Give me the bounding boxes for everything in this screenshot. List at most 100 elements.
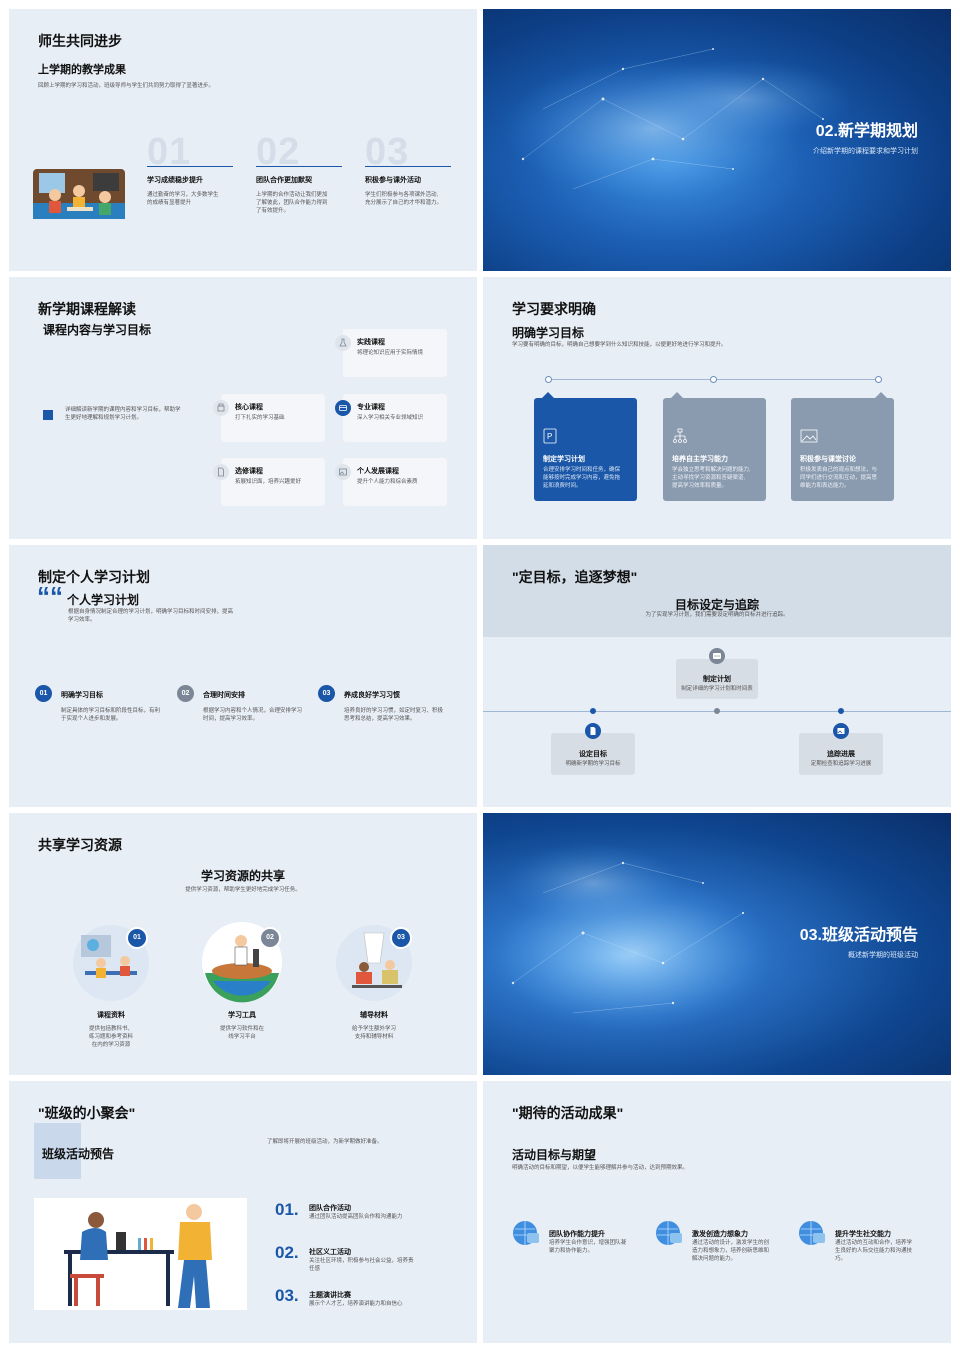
step-number-badge: 03 (318, 685, 335, 702)
timeline-dot (875, 376, 882, 383)
divider-line (147, 166, 233, 167)
timeline-dot (714, 708, 720, 714)
slide-subtitle: 目标设定与追踪 (674, 598, 759, 612)
slide-subtitle: 上学期的教学成果 (38, 64, 126, 76)
activity-label: 团队合作活动 (309, 1205, 351, 1212)
item-number: 01 (147, 131, 192, 173)
document-icon (213, 464, 229, 480)
step-label: 设定目标 (579, 751, 607, 758)
science-experiment-illustration (34, 1198, 247, 1310)
divider-line (365, 166, 451, 167)
slide-section-02: 02.新学期规划 介绍新学期的课程要求和学习计划 (483, 9, 951, 271)
result-label: 提升学生社交能力 (835, 1231, 891, 1238)
card-desc: 学会独立思考和解决问题的能力,主动寻找学习资源和答疑渠道,提高学习效率和质量。 (672, 467, 751, 489)
activity-desc: 关注社区环境，积极参与社会公益，培养责任感 (309, 1258, 414, 1272)
card-desc: 将理论知识应用于实际情境 (357, 350, 424, 356)
slide-shared-resources: 共享学习资源 学习资源的共享 提供学习资源，帮助学生更好地完成学习任务。 01 … (9, 813, 477, 1075)
bullet-square (43, 410, 53, 420)
slide-title: "期待的活动成果" (512, 1105, 624, 1121)
slide-section-03: 03.班级活动预告 概述新学期的班级活动 (483, 813, 951, 1075)
card-label: 积极参与课堂讨论 (800, 456, 856, 463)
slide-title: "班级的小聚会" (38, 1105, 136, 1121)
card-desc: 拓展知识面，培养兴趣爱好 (235, 479, 302, 485)
step-label: 合理时间安排 (203, 692, 245, 699)
card-desc: 提升个人能力和综合素质 (357, 479, 418, 485)
globe-icon (654, 1219, 684, 1247)
activity-desc: 通过团队活动提高团队合作和沟通能力 (309, 1214, 403, 1220)
resource-label: 辅导材料 (360, 1012, 388, 1019)
slide-subtitle: 学习资源的共享 (200, 869, 285, 883)
item-desc: 学生们积极参与各项课外活动,充分展示了自己的才华和潜力。 (365, 192, 443, 206)
slide-desc: 明确活动的目标和期望，以便学生能够理解并参与活动，达到预期效果。 (512, 1165, 689, 1171)
card-label: 培养自主学习能力 (672, 456, 728, 463)
resource-number-badge: 02 (259, 927, 281, 949)
step-label: 追踪进展 (827, 751, 855, 758)
image-icon (335, 464, 351, 480)
slide-expected-results: "期待的活动成果" 活动目标与期望 明确活动的目标和期望，以便学生能够理解并参与… (483, 1081, 951, 1343)
slide-desc: 为了实现学习计划，我们需要设定明确的目标并进行追踪。 (645, 612, 789, 618)
slide-title: 学习要求明确 (512, 301, 596, 317)
requirement-card-self-study: 培养自主学习能力 学会独立思考和解决问题的能力,主动寻找学习资源和答疑渠道,提高… (663, 392, 766, 501)
slide-goal-tracking: "定目标，追逐梦想" 目标设定与追踪 为了实现学习计划，我们需要设定明确的目标并… (483, 545, 951, 807)
activity-number: 01. (275, 1200, 299, 1219)
timeline-dot (710, 376, 717, 383)
timeline-dot (545, 376, 552, 383)
slide-personal-plan: 制定个人学习计划 ““ 个人学习计划 根据自身情况制定合理的学习计划，明确学习目… (9, 545, 477, 807)
globe-icon (797, 1219, 827, 1247)
step-desc: 明确新学期的学习目标 (565, 761, 621, 767)
printer-icon (213, 400, 229, 416)
step-label: 养成良好学习习惯 (344, 692, 400, 699)
slide-desc: 提供学习资源，帮助学生更好地完成学习任务。 (185, 887, 301, 893)
result-desc: 通过活动的互动和合作，培养学生良好的人际交往能力和沟通技巧。 (835, 1240, 913, 1262)
requirement-card-discussion: 积极参与课堂讨论 积极发表自己的观点和想法，与同学们进行交流和互动，提高思维能力… (791, 392, 894, 501)
slide-title: 师生共同进步 (38, 33, 122, 49)
item-number: 02 (256, 131, 301, 173)
timeline-dot (838, 708, 844, 714)
slide-subtitle: 个人学习计划 (67, 593, 140, 607)
activity-label: 社区义工活动 (309, 1249, 351, 1256)
step-card-track (799, 733, 883, 775)
slide-title: 共享学习资源 (38, 837, 122, 853)
flask-icon (335, 335, 351, 351)
card-label: 实践课程 (357, 339, 385, 346)
course-card-personal (343, 458, 447, 506)
resource-desc: 给予学生额外学习支持和辅导材料 (351, 1026, 396, 1040)
item-desc: 上学期的合作活动让我们更加了解彼此，团队合作能力得到了有效提升。 (256, 192, 328, 214)
resource-desc: 提供包括教科书、练习题和参考资料在内的学习资源 (88, 1026, 133, 1048)
activity-desc: 展示个人才艺，培养演讲能力和自信心 (309, 1301, 403, 1307)
subtitle-highlight-block (34, 1123, 81, 1179)
card-desc: 打下扎实的学习基础 (235, 415, 285, 421)
hierarchy-icon (672, 428, 688, 449)
globe-icon (511, 1219, 541, 1247)
slide-subtitle: 班级活动预告 (42, 1147, 115, 1161)
card-desc: 合理安排学习时间和任务，确保能够按时完成学习内容，避免拖延和浪费时间。 (543, 467, 621, 489)
divider-line (256, 166, 342, 167)
network-particles-graphic (503, 48, 853, 199)
slide-desc: 学习要有明确的目标，明确自己想要学到什么知识和技能，以便更好地进行学习和提升。 (512, 342, 727, 348)
slide-title: 新学期课程解读 (38, 301, 136, 317)
slide-teaching-results: 师生共同进步 上学期的教学成果 回顾上学期的学习和活动，班级导师与学生们共同努力… (9, 9, 477, 271)
card-desc: 深入学习相关专业领域知识 (357, 415, 424, 421)
course-card-core (221, 394, 325, 442)
slide-title: "定目标，追逐梦想" (512, 569, 638, 585)
section-title: 03.班级活动预告 (799, 927, 918, 944)
card-label: 选修课程 (235, 468, 263, 475)
step-label: 明确学习目标 (61, 692, 103, 699)
picture-icon (800, 429, 818, 448)
step-desc: 制定具体的学习目标和阶段性目标，有利于实现个人进步和发展。 (61, 708, 161, 722)
result-label: 团队协作能力提升 (549, 1231, 605, 1238)
slide-desc: 根据自身情况制定合理的学习计划，明确学习目标和时间安排，提高学习效率。 (68, 609, 234, 623)
svg-text:P: P (547, 432, 552, 441)
slide-desc: 详细解读新学期的课程内容和学习目标，帮助学生更好地理解和规划学习计划。 (65, 407, 181, 421)
step-card-set-goal (551, 733, 635, 775)
quote-icon: ““ (37, 581, 63, 611)
step-card-plan (676, 659, 758, 699)
network-particles-graphic (493, 843, 773, 1033)
slide-learning-requirements: 学习要求明确 明确学习目标 学习要有明确的目标，明确自己想要学到什么知识和技能，… (483, 277, 951, 539)
resource-label: 课程资料 (97, 1012, 125, 1019)
document-icon (585, 723, 601, 739)
slide-course-overview: 新学期课程解读 课程内容与学习目标 详细解读新学期的课程内容和学习目标，帮助学生… (9, 277, 477, 539)
resource-desc: 提供学习软件和在线学习平台 (219, 1026, 264, 1040)
wallet-icon (335, 400, 351, 416)
item-label: 团队合作更加默契 (256, 177, 312, 184)
